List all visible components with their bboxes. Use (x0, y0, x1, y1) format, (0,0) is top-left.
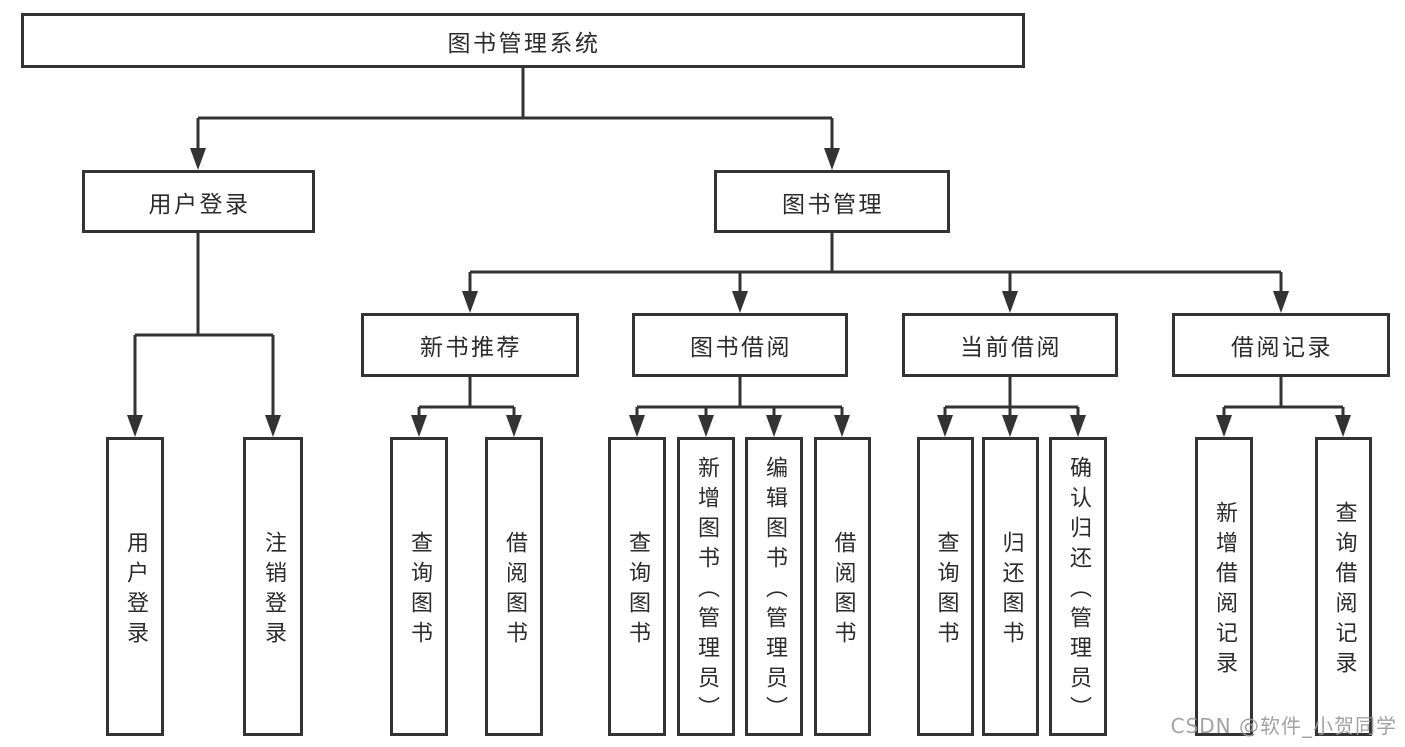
node-user-login: 用户登录 (82, 170, 315, 233)
connector-newbooks-to-leaves (411, 377, 522, 437)
node-current-borrowing: 当前借阅 (902, 313, 1118, 377)
leaf-add-books-admin: 新增图书（管理员） (677, 437, 735, 736)
leaf-query-borrow-record: 查询借阅记录 (1315, 437, 1372, 736)
node-label: 查询图书 (933, 530, 959, 651)
node-label: 用户登录 (148, 191, 251, 218)
leaf-query-books-current: 查询图书 (917, 437, 974, 736)
node-label: 查询借阅记录 (1331, 500, 1357, 681)
connector-login-to-leaves (127, 233, 281, 437)
node-label: 查询图书 (625, 530, 650, 651)
node-library-system: 图书管理系统 (21, 13, 1025, 68)
node-book-management: 图书管理 (714, 170, 950, 233)
node-label: 注销登录 (261, 530, 286, 651)
node-label: 确认归还（管理员） (1066, 455, 1091, 726)
connector-current-to-leaves (937, 377, 1086, 437)
node-book-borrowing: 图书借阅 (632, 313, 848, 377)
leaf-borrow-books-recommend: 借阅图书 (485, 437, 543, 736)
node-label: 新增图书（管理员） (694, 455, 719, 726)
connector-mgmt-to-level3 (462, 233, 1289, 313)
node-label: 图书管理 (782, 191, 884, 218)
node-label: 查询图书 (407, 530, 432, 651)
leaf-add-borrow-record: 新增借阅记录 (1195, 437, 1253, 736)
node-borrowing-records: 借阅记录 (1172, 313, 1390, 377)
connector-root-to-level2 (190, 68, 840, 170)
node-label: 编辑图书（管理员） (762, 455, 787, 726)
node-label: 图书借阅 (690, 335, 792, 361)
node-label: 借阅图书 (502, 530, 527, 651)
leaf-return-books: 归还图书 (982, 437, 1039, 736)
node-label: 归还图书 (998, 530, 1024, 651)
connector-records-to-leaves (1216, 377, 1351, 437)
node-new-book-recommend: 新书推荐 (361, 313, 579, 377)
node-label: 新增借阅记录 (1212, 500, 1237, 681)
leaf-query-books-borrow: 查询图书 (608, 437, 666, 736)
leaf-edit-books-admin: 编辑图书（管理员） (745, 437, 803, 736)
node-label: 新书推荐 (420, 335, 522, 361)
node-label: 借阅记录 (1231, 335, 1333, 361)
leaf-borrow-books: 借阅图书 (814, 437, 871, 736)
leaf-confirm-return-admin: 确认归还（管理员） (1049, 437, 1107, 736)
connector-borrow-to-leaves (629, 377, 850, 437)
leaf-user-login: 用户登录 (106, 437, 164, 736)
node-label: 图书管理系统 (447, 30, 601, 57)
leaf-query-books-recommend: 查询图书 (390, 437, 448, 736)
node-label: 当前借阅 (960, 335, 1062, 361)
leaf-logout: 注销登录 (243, 437, 303, 736)
node-label: 用户登录 (123, 530, 148, 651)
csdn-watermark: CSDN @软件_小贺同学 (1170, 714, 1397, 738)
node-label: 借阅图书 (830, 530, 856, 651)
